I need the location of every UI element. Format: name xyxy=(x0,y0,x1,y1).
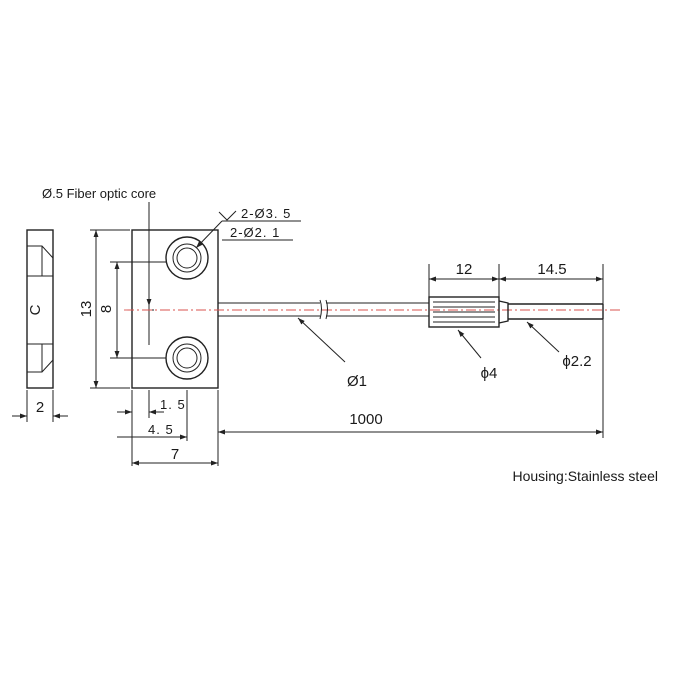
dim-widths: 1. 5 4. 5 7 xyxy=(117,390,219,466)
side-view-outline xyxy=(26,229,54,389)
dim-1000-label: 1000 xyxy=(349,411,382,428)
side-mark-c: C xyxy=(27,304,44,315)
dia-fiber-label: Ø1 xyxy=(347,373,367,390)
sleeve-body xyxy=(428,296,500,328)
fiber-cable xyxy=(218,299,429,320)
mounting-hole-top xyxy=(165,236,209,280)
mounting-hole-bottom xyxy=(165,336,209,380)
counterbore-symbol xyxy=(218,210,237,221)
hole-callout: 2-Ø3. 5 2-Ø2. 1 xyxy=(195,206,301,249)
fiber-core-label: Ø.5 Fiber optic core xyxy=(42,186,156,201)
diameter-callouts: Ø1 ϕ4 ϕ2.2 xyxy=(297,317,592,390)
dim-sleeve-tip: 12 14.5 xyxy=(428,261,604,304)
dim-7-label: 7 xyxy=(171,446,179,463)
dim-1-5-label: 1. 5 xyxy=(160,397,186,412)
side-chamfer-top xyxy=(27,245,54,259)
hole-through-label: 2-Ø2. 1 xyxy=(230,225,280,240)
housing-material-note: Housing:Stainless steel xyxy=(512,468,658,484)
front-view xyxy=(131,229,219,389)
dim-4-5-label: 4. 5 xyxy=(148,422,174,437)
cable-break-left xyxy=(319,299,322,320)
side-view: C xyxy=(26,229,54,389)
dim-side-thickness: 2 xyxy=(12,390,68,422)
knurled-sleeve xyxy=(428,296,509,328)
fiber-core-callout: Ø.5 Fiber optic core xyxy=(42,186,156,306)
tip-tube xyxy=(508,303,604,320)
cable-break-right xyxy=(325,299,328,320)
hole-counterbore-label: 2-Ø3. 5 xyxy=(241,206,291,221)
housing-outline xyxy=(131,229,219,389)
side-chamfer-bottom xyxy=(27,359,54,373)
dim-12-label: 12 xyxy=(456,261,473,278)
dim-heights: 13 8 xyxy=(78,229,166,389)
dim-cable-length: 1000 xyxy=(218,319,604,438)
dim-14-5-label: 14.5 xyxy=(537,261,566,278)
dim-8-label: 8 xyxy=(98,305,115,313)
dim-13-label: 13 xyxy=(78,301,95,318)
dim-2-label: 2 xyxy=(36,399,44,416)
sleeve-collar xyxy=(498,300,509,324)
dia-sleeve-label: ϕ4 xyxy=(481,365,498,382)
dia-tip-label: ϕ2.2 xyxy=(562,353,591,370)
